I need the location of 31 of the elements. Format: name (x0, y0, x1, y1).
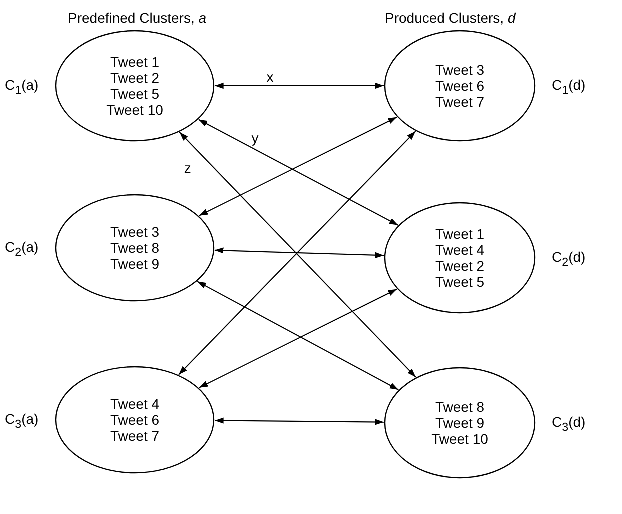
tweet-item: Tweet 8 (110, 240, 160, 256)
tweet-item: Tweet 1 (110, 54, 160, 70)
tweet-item: Tweet 7 (435, 94, 485, 110)
tweet-item: Tweet 9 (110, 256, 160, 272)
tweet-item: Tweet 9 (435, 415, 485, 431)
cluster-label: C$_{3}$(a) (5, 411, 39, 431)
tweet-item: Tweet 10 (432, 431, 488, 447)
tweet-item: Tweet 7 (110, 428, 160, 444)
cluster-label: C$_{2}$(d) (552, 249, 586, 269)
tweet-item: Tweet 3 (110, 224, 160, 240)
double-headed-arrow (215, 418, 384, 426)
tweet-item: Tweet 10 (106, 102, 164, 118)
double-headed-arrow (214, 248, 384, 258)
tweet-item: Tweet 8 (435, 399, 485, 415)
column-heading: Predefined Clusters, a (68, 10, 207, 26)
tweet-item: Tweet 5 (435, 274, 485, 290)
tweet-item: Tweet 1 (435, 226, 485, 242)
tweet-item: Tweet 6 (110, 412, 160, 428)
tweet-item: Tweet 2 (435, 258, 485, 274)
column-heading: Produced Clusters, d (385, 10, 516, 26)
tweet-item: Tweet 4 (110, 396, 160, 412)
tweet-item: Tweet 3 (435, 62, 485, 78)
double-headed-arrow (215, 82, 384, 90)
cluster-label: C$_{2}$(a) (5, 239, 39, 259)
cluster-label: C$_{1}$(a) (5, 77, 39, 97)
tweet-item: Tweet 5 (110, 86, 160, 102)
cluster-label: C$_{1}$(d) (552, 77, 586, 97)
tweet-item: Tweet 6 (435, 78, 485, 94)
tweet-item: Tweet 4 (435, 242, 485, 258)
cluster-label: C$_{3}$(d) (552, 414, 586, 434)
tweet-item: Tweet 2 (110, 70, 160, 86)
